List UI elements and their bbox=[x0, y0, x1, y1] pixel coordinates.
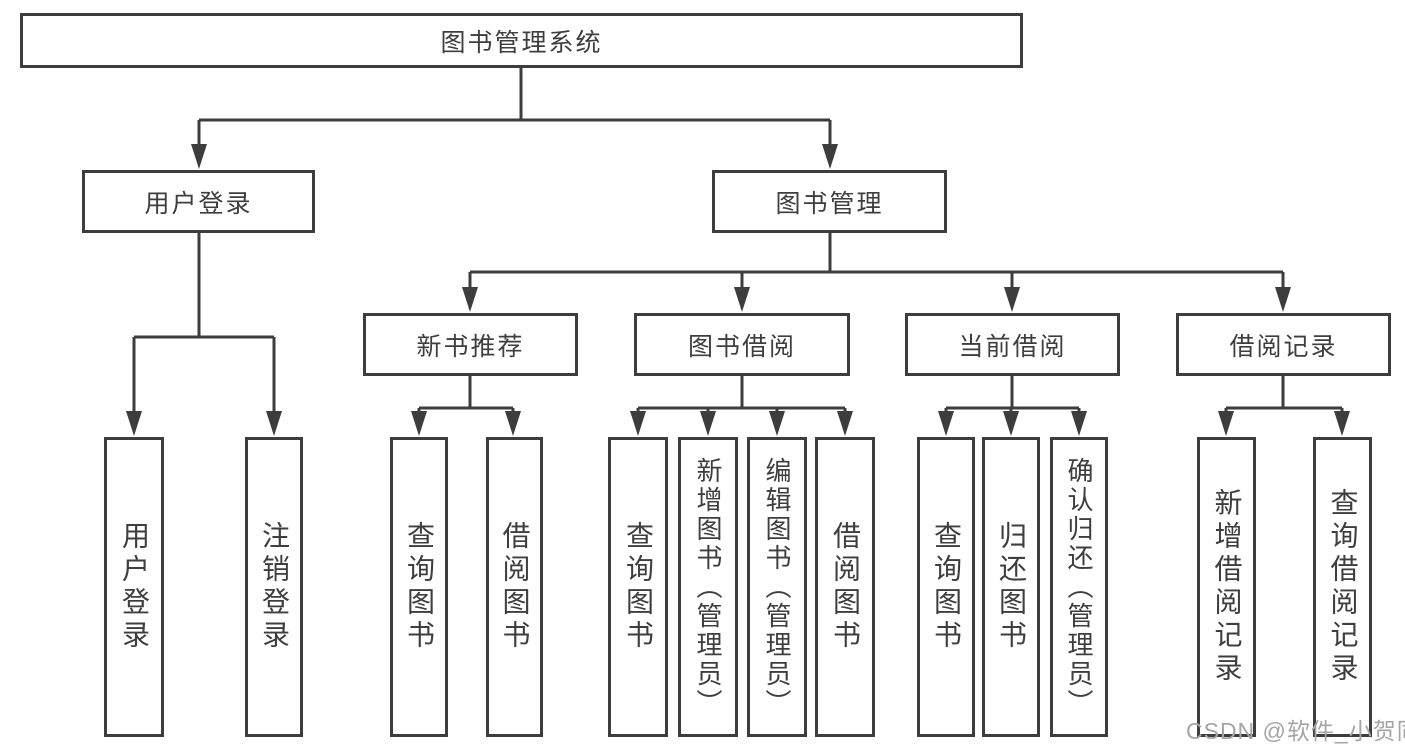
connector-mgmt-to-modules bbox=[468, 230, 1285, 288]
arrowhead bbox=[505, 411, 521, 436]
leaf-borrow-query: 查询图书 bbox=[608, 437, 668, 737]
leaf-records-add-label: 新增借阅记录 bbox=[1211, 488, 1243, 686]
connector-root-to-branches bbox=[197, 65, 832, 145]
leaf-current-query-label: 查询图书 bbox=[931, 521, 962, 653]
leaf-borrow-edit-admin-label: 编辑图书（管理员） bbox=[762, 456, 792, 718]
leaf-newbook-query-label: 查询图书 bbox=[404, 521, 435, 653]
arrowhead bbox=[462, 287, 478, 312]
node-user-login-branch: 用户登录 bbox=[82, 170, 315, 233]
leaf-borrow-book: 借阅图书 bbox=[815, 437, 875, 737]
connector-records-leaves bbox=[1224, 373, 1344, 412]
leaf-records-query-label: 查询借阅记录 bbox=[1327, 488, 1359, 686]
node-new-book-recommend: 新书推荐 bbox=[363, 313, 578, 376]
arrowhead bbox=[769, 411, 785, 436]
arrowhead bbox=[126, 411, 142, 436]
leaf-current-confirm-admin: 确认归还（管理员） bbox=[1050, 437, 1108, 737]
leaf-logout-label: 注销登录 bbox=[259, 521, 290, 653]
arrowhead bbox=[1071, 411, 1087, 436]
leaf-current-confirm-admin-label: 确认归还（管理员） bbox=[1064, 456, 1094, 718]
leaf-records-query: 查询借阅记录 bbox=[1313, 437, 1372, 737]
arrowhead bbox=[700, 411, 716, 436]
leaf-borrow-book-label: 借阅图书 bbox=[830, 521, 861, 653]
node-borrow-records: 借阅记录 bbox=[1176, 313, 1391, 376]
leaf-logout: 注销登录 bbox=[245, 437, 303, 737]
leaf-current-return-label: 归还图书 bbox=[996, 521, 1027, 653]
connector-borrow-leaves bbox=[636, 373, 847, 412]
leaf-user-login-label: 用户登录 bbox=[119, 521, 150, 653]
arrowhead bbox=[1334, 411, 1350, 436]
arrowhead bbox=[938, 411, 954, 436]
arrowhead bbox=[191, 144, 207, 169]
arrowhead bbox=[1218, 411, 1234, 436]
connector-login-branch bbox=[132, 230, 276, 412]
arrowhead bbox=[411, 411, 427, 436]
leaf-borrow-add-admin-label: 新增图书（管理员） bbox=[693, 456, 723, 718]
leaf-borrow-add-admin: 新增图书（管理员） bbox=[678, 437, 738, 737]
leaf-current-return: 归还图书 bbox=[982, 437, 1040, 737]
leaf-borrow-query-label: 查询图书 bbox=[623, 521, 654, 653]
leaf-records-add: 新增借阅记录 bbox=[1197, 437, 1256, 737]
arrowhead bbox=[630, 411, 646, 436]
leaf-user-login: 用户登录 bbox=[104, 437, 164, 737]
node-book-management-branch: 图书管理 bbox=[712, 170, 947, 233]
arrowhead bbox=[1275, 287, 1291, 312]
arrowhead bbox=[822, 144, 838, 169]
leaf-borrow-edit-admin: 编辑图书（管理员） bbox=[747, 437, 807, 737]
watermark: CSDN @软件_小贺同学 bbox=[1186, 718, 1405, 744]
arrowheads bbox=[126, 144, 1350, 436]
leaf-newbook-query: 查询图书 bbox=[390, 437, 448, 737]
leaf-newbook-borrow-label: 借阅图书 bbox=[499, 521, 531, 653]
node-root: 图书管理系统 bbox=[20, 13, 1023, 68]
leaf-newbook-borrow: 借阅图书 bbox=[486, 437, 543, 737]
arrowhead bbox=[266, 411, 282, 436]
leaf-current-query: 查询图书 bbox=[917, 437, 975, 737]
arrowhead bbox=[837, 411, 853, 436]
connector-current-leaves bbox=[944, 373, 1081, 412]
node-current-borrow: 当前借阅 bbox=[905, 313, 1120, 376]
connector-newbook-leaves bbox=[417, 373, 515, 412]
arrowhead bbox=[1004, 287, 1020, 312]
arrowhead bbox=[734, 287, 750, 312]
node-book-borrow: 图书借阅 bbox=[634, 313, 850, 376]
arrowhead bbox=[1003, 411, 1019, 436]
